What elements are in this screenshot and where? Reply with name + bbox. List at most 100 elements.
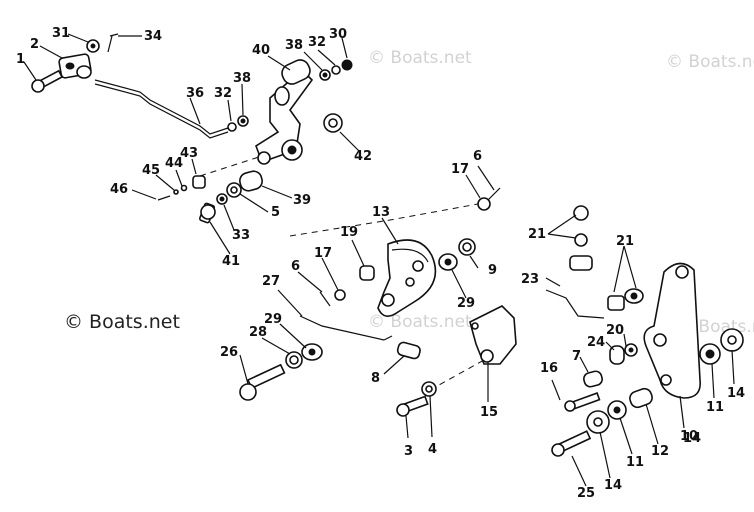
callout-38-lower: 38 — [233, 71, 251, 86]
callout-36: 36 — [186, 86, 204, 101]
callout-7: 7 — [572, 349, 581, 364]
callout-16: 16 — [540, 361, 558, 376]
bolt-26 — [239, 363, 286, 401]
bushing-19 — [359, 265, 375, 281]
washer-14-lower — [586, 410, 610, 434]
callout-46: 46 — [110, 182, 128, 197]
washer-17-upper — [477, 197, 491, 211]
callout-29-lower: 29 — [264, 312, 282, 327]
lever-10 — [643, 262, 701, 399]
screw-16 — [564, 392, 601, 412]
washer-14-right — [720, 328, 744, 352]
bracket-15 — [469, 305, 517, 365]
callout-1: 1 — [16, 52, 25, 67]
callout-32-lower: 32 — [214, 86, 232, 101]
watermark-center: © Boats.net — [368, 312, 472, 332]
callout-31: 31 — [52, 26, 70, 41]
callout-14-right: 14 — [727, 386, 745, 401]
callout-40: 40 — [252, 43, 270, 58]
washer-9 — [458, 238, 476, 256]
washer-38-upper — [319, 69, 331, 81]
throttle-arm-40 — [255, 59, 314, 165]
callout-25: 25 — [577, 486, 595, 501]
callout-42: 42 — [354, 149, 372, 164]
callout-4: 4 — [428, 442, 437, 457]
callout-11-right: 11 — [706, 400, 724, 415]
ball-joint-8 — [396, 341, 421, 360]
callout-17-lower: 17 — [314, 246, 332, 261]
washer-20 — [624, 343, 638, 357]
washer-33 — [216, 193, 228, 205]
fastener-21-upper — [569, 205, 593, 271]
bushing-24 — [609, 345, 625, 365]
callout-3: 3 — [404, 444, 413, 459]
link-rod-36 — [94, 79, 229, 139]
callout-23: 23 — [521, 272, 539, 287]
pin-6-lower — [319, 291, 331, 307]
washer-38-lower — [237, 115, 249, 127]
callout-43: 43 — [180, 146, 198, 161]
callout-5: 5 — [271, 205, 280, 220]
callout-26: 26 — [220, 345, 238, 360]
washer-31 — [86, 39, 100, 53]
callout-33: 33 — [232, 228, 250, 243]
leader-lines — [23, 33, 735, 487]
callout-10: 10 — [680, 429, 698, 444]
bushing-29-lower — [301, 343, 323, 361]
clip-44 — [180, 184, 188, 192]
ball-joint-2 — [58, 53, 92, 79]
fastener-21-lower — [607, 288, 644, 311]
bolt-41 — [198, 202, 216, 224]
bolt-3 — [396, 395, 429, 417]
callout-44: 44 — [165, 156, 183, 171]
callout-39: 39 — [293, 193, 311, 208]
spacer-39 — [239, 170, 263, 192]
washer-5 — [226, 182, 242, 198]
cam-13 — [377, 239, 437, 317]
callout-38-upper: 38 — [285, 38, 303, 53]
bushing-43 — [192, 175, 206, 189]
watermark-top-right: © Boats.net — [666, 52, 754, 72]
bushing-11-right — [699, 343, 721, 365]
callout-2: 2 — [30, 37, 39, 52]
bushing-11-lower — [607, 400, 627, 420]
washer-28 — [285, 351, 303, 369]
watermark-left-mid: © Boats.net — [64, 311, 180, 333]
washer-42 — [323, 113, 343, 133]
callout-12: 12 — [651, 444, 669, 459]
clip-45 — [173, 189, 179, 195]
axis-dash-upper — [289, 203, 479, 237]
callout-numbers: 1 2 31 34 30 32 38 40 36 32 38 42 43 44 … — [16, 26, 745, 501]
washer-32-upper — [331, 65, 341, 75]
bushing-12 — [629, 387, 653, 409]
callout-21-upper: 21 — [528, 227, 546, 242]
callout-27: 27 — [262, 274, 280, 289]
bushing-29-upper — [438, 253, 458, 271]
washer-32-lower — [227, 122, 237, 132]
callout-6-lower: 6 — [291, 259, 300, 274]
callout-8: 8 — [371, 371, 380, 386]
link-rod-27 — [299, 315, 393, 341]
callout-21-lower: 21 — [616, 234, 634, 249]
callout-17-upper: 17 — [451, 162, 469, 177]
callout-13: 13 — [372, 205, 390, 220]
callout-30: 30 — [329, 27, 347, 42]
callout-19: 19 — [340, 225, 358, 240]
callout-34: 34 — [144, 29, 162, 44]
callout-14-lower: 14 — [604, 478, 622, 493]
callout-15: 15 — [480, 405, 498, 420]
callout-32-upper: 32 — [308, 35, 326, 50]
rod-23 — [545, 289, 605, 319]
callout-28: 28 — [249, 325, 267, 340]
callout-24: 24 — [587, 335, 605, 350]
watermark-top-center: © Boats.net — [368, 48, 472, 68]
nut-30 — [341, 59, 353, 71]
callout-41: 41 — [222, 254, 240, 269]
callout-14-middle: 14 — [683, 431, 701, 446]
washer-17-lower — [334, 289, 346, 301]
cotter-pin-34 — [107, 33, 119, 53]
bolt-25 — [551, 430, 592, 457]
pin-46 — [157, 195, 171, 201]
screw-1 — [31, 69, 64, 93]
